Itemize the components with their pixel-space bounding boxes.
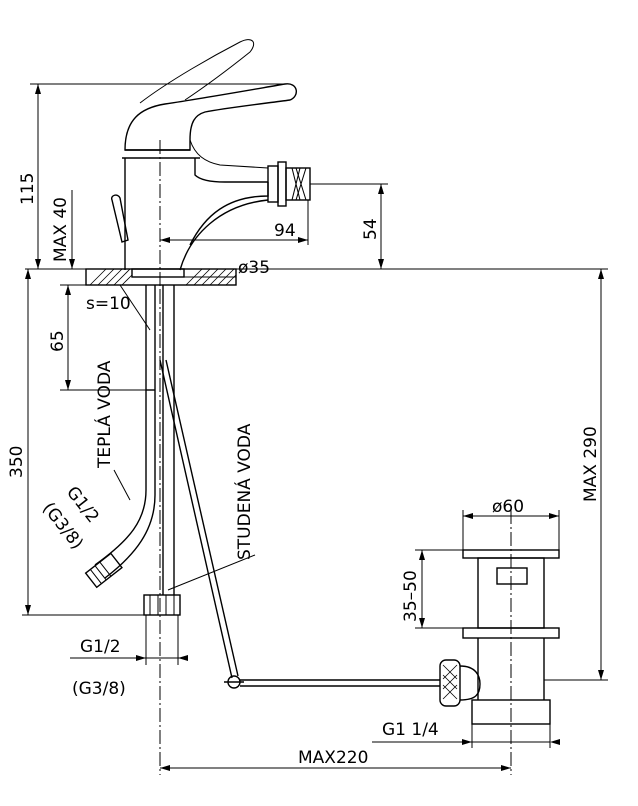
dim-max-lever: MAX 40 [51, 197, 71, 262]
dim-hose-length: 350 [7, 446, 27, 478]
dim-hole-diameter: ø35 [238, 258, 270, 278]
waste-assembly [439, 510, 560, 775]
dim-thread-cold-alt: (G3/8) [72, 679, 126, 699]
label-cold-water: STUDENÁ VODA [233, 423, 255, 560]
faucet-body [110, 39, 311, 290]
dim-waste-diameter: ø60 [492, 497, 524, 517]
dimension-labels: 115 MAX 40 94 54 ø35 s=10 65 350 MAX 290… [7, 173, 601, 768]
dim-deck-thickness: s=10 [86, 294, 131, 314]
dim-max-depth: MAX 290 [581, 426, 601, 502]
dim-shank: 65 [48, 330, 68, 352]
dim-waste-range: 35–50 [401, 570, 421, 622]
supply-hoses [84, 285, 440, 775]
dim-height-total: 115 [18, 173, 38, 205]
label-hot-water: TEPLÁ VODA [93, 360, 115, 469]
dim-thread-cold: G1/2 [80, 637, 121, 657]
dim-spout-height: 54 [361, 218, 381, 240]
dimension-lines [22, 83, 608, 771]
dim-waste-thread: G1 1/4 [382, 720, 439, 740]
dim-reach: 94 [274, 221, 296, 241]
dim-max-span: MAX220 [298, 748, 368, 768]
